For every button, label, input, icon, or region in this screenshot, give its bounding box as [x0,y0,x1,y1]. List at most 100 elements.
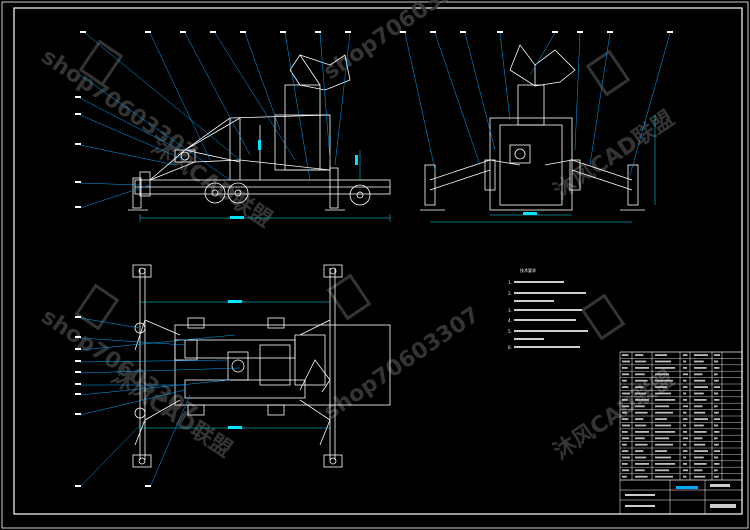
parts-list-cell-text [635,456,647,459]
parts-list-cell-text [635,367,649,369]
parts-list-cell-text [655,367,675,369]
parts-list-cell-text [694,443,706,446]
parts-list-cell-text [694,450,708,452]
parts-list-cell-text [655,411,673,414]
parts-list-cell-text [694,437,703,440]
parts-list-cell-text [683,373,688,376]
front-hopper [289,54,351,91]
front-wheel-1 [204,182,226,204]
parts-list-cell-text [655,437,669,440]
parts-list-cell-text [622,367,628,369]
parts-list-cell-text [714,354,720,356]
parts-list-cell-text [714,360,719,363]
plan-view-leaders [79,317,241,488]
plan-motor [227,351,249,381]
side-frame [489,117,573,211]
parts-list [619,351,743,515]
parts-list-cell-text [694,360,704,363]
parts-list-cell-text [622,392,630,395]
parts-list-cell-text [683,418,688,420]
parts-list-cell-text [635,424,647,427]
parts-list-cell-text [635,360,647,363]
parts-list-cell-text [714,475,719,478]
parts-list-cell-text [622,431,628,433]
parts-list-cell-text [683,405,688,408]
parts-list-cell-text [714,373,718,376]
parts-list-cell-text [683,456,686,459]
parts-list-cell-text [622,354,629,356]
parts-list-cell-text [714,411,719,414]
parts-list-cell-text [694,367,707,369]
sheet-inner-border [13,7,743,515]
parts-list-cell-text [655,386,667,388]
plan-view [132,264,391,468]
side-view [420,44,656,223]
parts-list-cell-text [635,373,645,376]
parts-list-cell-text [714,399,720,401]
parts-list-cell-text [683,392,686,395]
parts-list-cell-text [635,418,644,420]
parts-list-cell-text [655,431,675,433]
parts-list-cell-text [655,424,671,427]
parts-list-cell-text [683,411,687,414]
watermark-logo-3 [585,49,631,97]
watermark-logo-5 [580,293,626,341]
notes-line-6: 6. [508,345,512,350]
parts-list-cell-text [655,360,671,363]
parts-list-cell-text [683,431,687,433]
parts-list-cell-text [694,456,704,459]
parts-list-cell-text [635,386,644,388]
parts-list-cell-text [622,437,630,440]
parts-list-cell-text [694,399,707,401]
parts-list-cell-text [683,360,686,363]
parts-list-cell-text [714,456,719,459]
parts-list-cell-text [655,456,671,459]
watermark-logo-2 [326,273,372,321]
parts-list-cell-text [635,463,649,465]
parts-list-cell-text [635,392,647,395]
parts-list-cell-text [694,379,706,382]
parts-list-cell-text [683,367,687,369]
parts-list-cell-text [622,469,630,472]
front-view-balloons [75,31,351,208]
side-view-balloons [400,31,673,33]
parts-list-cell-text [694,405,703,408]
side-column [517,84,545,126]
parts-list-cell-text [694,354,708,356]
parts-list-cell-text [622,360,630,363]
parts-list-cell-text [683,386,688,388]
watermark: shop70603307 沐风CAD联盟 shop70603307 沐风CAD联… [37,0,679,465]
watermark-text-6: 沐风CAD联盟 [107,364,237,463]
parts-list-cell-text [622,424,630,427]
watermark-text-4: 沐风CAD联盟 [549,106,679,205]
parts-list-cell-text [622,443,627,446]
parts-list-cell-text [622,450,629,452]
parts-list-cell-text [683,437,688,440]
parts-list-cell-text [635,411,648,414]
notes-line-3: 3. [508,308,512,313]
watermark-text-7: shop70603307 [319,302,484,425]
parts-list-cell-text [683,379,687,382]
parts-list-cell-text [714,424,719,427]
parts-list-cell-text [655,373,669,376]
watermark-logo-1 [78,39,124,87]
parts-list-cell-text [714,443,719,446]
parts-list-cell-text [683,443,687,446]
notes-line-5: 5. [508,329,512,334]
parts-list-cell-text [683,399,687,401]
parts-list-cell-text [655,443,673,446]
parts-list-cell-text [694,424,704,427]
parts-list-cell-text [655,354,667,356]
parts-list-cell-text [622,399,628,401]
notes-line-4: 4. [508,318,512,323]
parts-list-cell-text [635,469,645,472]
parts-list-cell-text [694,463,707,465]
parts-list-cell-text [622,373,630,376]
technical-notes: 技术要求 1. 2. 3. 4. 5. 6. [508,267,588,350]
parts-list-cell-text [714,437,718,440]
parts-list-cell-text [714,386,720,388]
parts-list-cell-text [622,475,627,478]
parts-list-cell-text [694,411,706,414]
